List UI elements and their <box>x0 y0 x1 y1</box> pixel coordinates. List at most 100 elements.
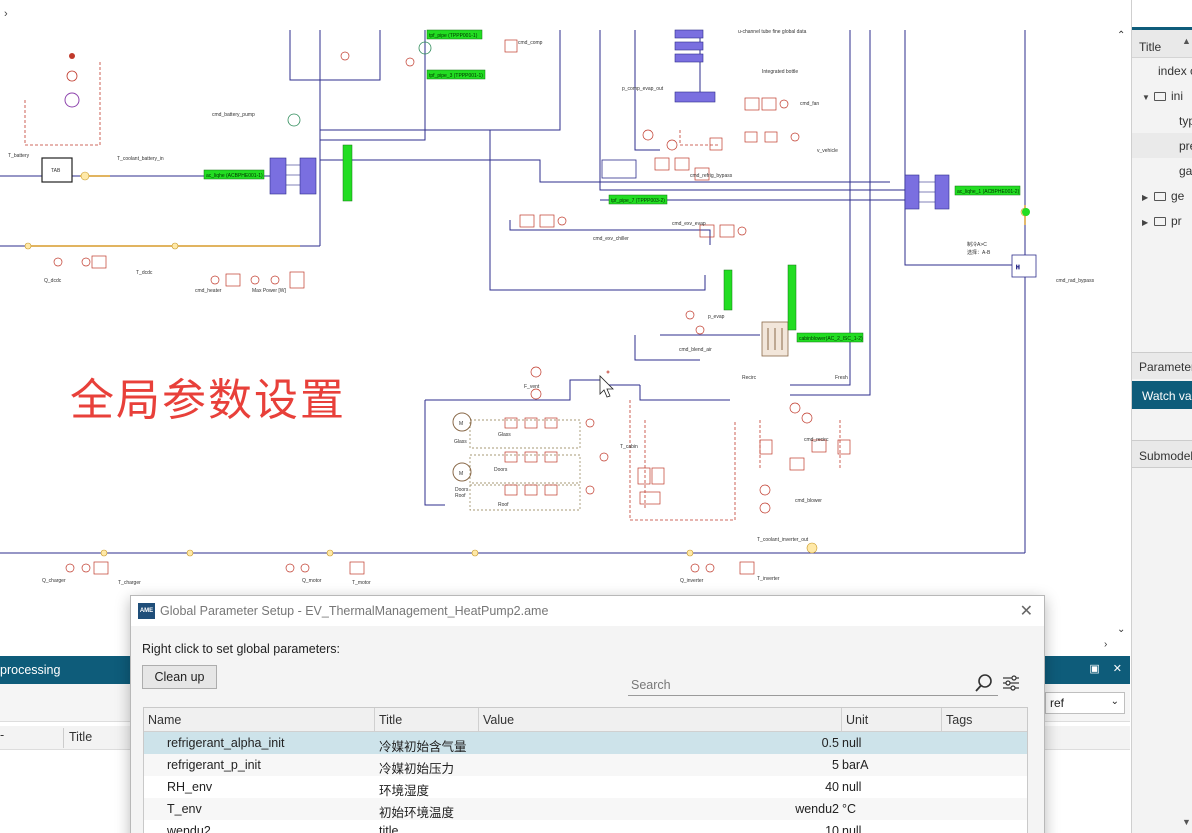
svg-text:cmd_fan: cmd_fan <box>800 101 819 107</box>
global-parameter-table: Name Title Value Unit Tags refrigerant_a… <box>143 707 1028 833</box>
svg-text:v_vehicle: v_vehicle <box>817 148 838 154</box>
scroll-right-icon[interactable]: › <box>1104 639 1108 650</box>
tree-item[interactable]: typ <box>1179 114 1192 128</box>
param-name: refrigerant_alpha_init <box>167 736 285 750</box>
column-title[interactable]: Title <box>375 708 479 732</box>
column-title[interactable]: Title <box>69 730 93 744</box>
submodel-tab[interactable]: Submodel <box>1132 440 1192 468</box>
svg-text:p_evap: p_evap <box>708 314 725 320</box>
expanded-triangle-icon[interactable]: ▼ <box>1142 93 1150 102</box>
collapsed-triangle-icon[interactable]: ▶ <box>1142 218 1149 227</box>
param-name: wendu2 <box>167 824 211 833</box>
param-value[interactable]: 5 <box>832 758 839 772</box>
svg-text:Q_charger: Q_charger <box>42 578 66 584</box>
param-unit: barA <box>842 758 869 772</box>
tag-acliq-right: ac_liqhe_1 (ACBPHE001-2) <box>957 189 1020 195</box>
svg-text:cmd_refrig_bypass: cmd_refrig_bypass <box>690 173 733 179</box>
search-icon[interactable] <box>974 673 994 693</box>
tree-folder-item[interactable]: ▶pr <box>1142 214 1182 228</box>
column-value[interactable]: Value <box>479 708 842 732</box>
battery-block: TAB <box>41 53 80 183</box>
dialog-close-icon[interactable]: ✕ <box>1019 603 1033 620</box>
table-row[interactable]: refrigerant_p_init 冷媒初始压力 5 barA <box>144 754 1027 776</box>
param-unit: null <box>842 736 862 750</box>
svg-text:cmd_battery_pump: cmd_battery_pump <box>212 112 255 118</box>
svg-text:Roof: Roof <box>498 502 509 508</box>
column-unit[interactable]: Unit <box>842 708 942 732</box>
filter-settings-icon[interactable] <box>1002 673 1020 693</box>
tree-scroll-up-icon[interactable]: ▲ <box>1182 36 1191 46</box>
svg-text:选择：A-B: 选择：A-B <box>967 249 991 256</box>
schematic-diagram[interactable]: TAB M M H <box>0 0 1130 655</box>
scroll-down-icon[interactable]: ⌄ <box>1117 624 1126 635</box>
svg-text:u-channel tube fine global dat: u-channel tube fine global data <box>738 29 807 35</box>
reference-select[interactable]: ref ⌄ <box>1045 692 1125 714</box>
green-tags: ac_liqhe (ACBPHE001-1) tpf_pipe (TPPP001… <box>203 29 1030 343</box>
svg-text:Recirc: Recirc <box>742 375 757 381</box>
coolant-piping <box>0 30 1026 554</box>
schematic-canvas[interactable]: TAB M M H <box>0 0 1130 655</box>
svg-text:cmd_exv_chiller: cmd_exv_chiller <box>593 236 629 242</box>
svg-text:cmd_exv_evap: cmd_exv_evap <box>672 221 706 227</box>
svg-text:M: M <box>459 421 463 427</box>
tree-column-title[interactable]: Title <box>1132 30 1192 58</box>
param-name: T_env <box>167 802 202 816</box>
component-labels: T_battery T_coolant_battery_in cmd_batte… <box>8 29 1095 586</box>
search-input[interactable] <box>628 674 998 696</box>
svg-text:H: H <box>1016 265 1020 271</box>
heat-exchanger-right <box>904 174 950 210</box>
tree-item[interactable]: ga <box>1179 164 1192 178</box>
table-row[interactable]: T_env 初始环境温度 wendu2 °C <box>144 798 1027 820</box>
panel-scroll-down-icon[interactable]: ▼ <box>1182 817 1191 827</box>
svg-text:T_dcdc: T_dcdc <box>136 270 153 276</box>
param-title: 环境湿度 <box>379 784 430 798</box>
clean-up-button[interactable]: Clean up <box>142 665 217 689</box>
parameters-tab[interactable]: Parameter <box>1132 352 1192 379</box>
post-processing-title: processing <box>0 663 61 677</box>
folder-icon <box>1154 92 1166 101</box>
valves: H <box>601 159 1037 278</box>
mouse-cursor <box>599 375 614 398</box>
maximize-icon[interactable]: ▣ <box>1089 663 1100 675</box>
tree-folder-item[interactable]: ▼ini <box>1142 89 1184 103</box>
tag-cabin: cabinblower(AC_2_ISC_1-2) <box>799 336 863 342</box>
param-value[interactable]: 10 <box>825 824 839 833</box>
dialog-titlebar[interactable]: AME Global Parameter Setup - EV_ThermalM… <box>131 596 1044 626</box>
param-value[interactable]: wendu2 <box>795 802 839 816</box>
tree-item[interactable]: index c <box>1158 64 1192 78</box>
param-unit: null <box>842 780 862 794</box>
overlay-title: 全局参数设置 <box>70 375 346 426</box>
svg-text:T_motor: T_motor <box>352 580 371 586</box>
svg-text:Doors: Doors <box>494 467 508 473</box>
watch-values-tab[interactable]: Watch va <box>1132 381 1192 409</box>
column-name[interactable]: Name <box>144 708 375 732</box>
collapse-chevron-icon[interactable]: › <box>4 8 8 20</box>
svg-text:制冷A>C: 制冷A>C <box>967 241 987 248</box>
param-name: refrigerant_p_init <box>167 758 261 772</box>
svg-text:T_cabin: T_cabin <box>620 444 638 450</box>
close-icon[interactable]: ✕ <box>1112 663 1122 675</box>
svg-text:cmd_heater: cmd_heater <box>195 288 222 294</box>
tree-item[interactable]: pre <box>1132 133 1192 158</box>
param-title: 冷媒初始含气量 <box>379 740 467 754</box>
table-row[interactable]: wendu2 title 10 null <box>144 820 1027 833</box>
tag-pipe-top2: tpf_pipe_3 (TPPP001-1) <box>429 73 483 79</box>
param-value[interactable]: 40 <box>825 780 839 794</box>
param-name: RH_env <box>167 780 213 794</box>
svg-text:Doors: Doors <box>455 487 469 493</box>
collapsed-triangle-icon[interactable]: ▶ <box>1142 193 1149 202</box>
param-title: 冷媒初始压力 <box>379 762 455 776</box>
param-unit: null <box>842 824 862 833</box>
red-components <box>53 39 851 575</box>
column-tags[interactable]: Tags <box>946 713 973 727</box>
scroll-up-icon[interactable]: ⌃ <box>1117 30 1126 41</box>
pumps <box>287 41 432 127</box>
tag-pipe7: tpf_pipe_7 (TPPP003-2) <box>611 198 665 204</box>
table-row[interactable]: refrigerant_alpha_init 冷媒初始含气量 0.5 null <box>144 732 1027 754</box>
right-side-panel: Title ▲ index c ▼ini typ pre ga ▶ge ▶pr … <box>1131 0 1192 833</box>
param-value[interactable]: 0.5 <box>821 736 839 750</box>
tree-folder-item[interactable]: ▶ge <box>1142 189 1185 203</box>
svg-text:Integrated bottle: Integrated bottle <box>762 69 798 75</box>
svg-text:cmd_blend_air: cmd_blend_air <box>679 347 712 353</box>
table-row[interactable]: RH_env 环境湿度 40 null <box>144 776 1027 798</box>
